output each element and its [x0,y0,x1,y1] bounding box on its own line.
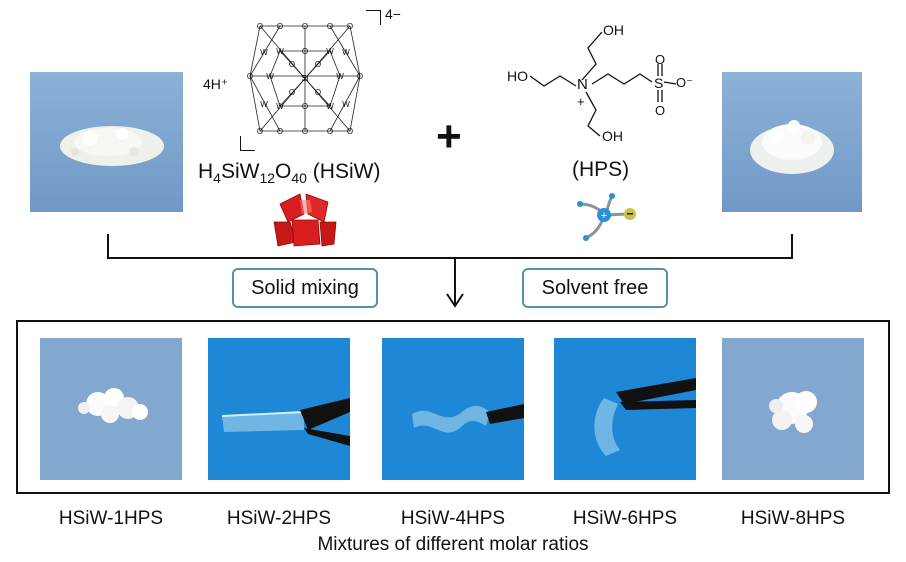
cluster-atom-label: O [247,72,253,81]
cluster-atom-label: O [277,127,283,136]
cluster-atom-label: W [260,100,268,109]
hps-oxygen-top: O [655,52,666,67]
cluster-atom-label: W [336,72,344,81]
products-frame [16,320,890,494]
cluster-atom-label: O [257,127,263,136]
cluster-atom-label: Si [301,74,308,83]
hps-nitrogen: N [577,76,588,93]
hsiw-powder-photo [30,72,183,212]
cluster-charge: 4− [385,6,401,22]
product-label-6hps: HSiW-6HPS [572,508,678,529]
cluster-atom-label: O [257,22,263,31]
svg-text:+: + [601,210,607,222]
cluster-atom-label: W [326,102,334,111]
footer-caption: Mixtures of different molar ratios [317,534,589,555]
cluster-atom-label: W [342,48,350,57]
cluster-atom-label: W [326,47,334,56]
polyhedron-icon [270,192,340,250]
cluster-atom-label: O [302,47,308,56]
counter-ion: 4H⁺ [203,76,229,92]
cluster-atom-label: O [315,60,321,69]
hps-structure [500,20,700,150]
cluster-atom-label: O [347,127,353,136]
cluster-atom-label: O [289,88,295,97]
hps-oh-bottom: OH [602,128,623,144]
cluster-bracket-right [366,10,381,25]
cluster-bracket-left [240,136,255,151]
step-solid-mixing: Solid mixing [232,268,378,308]
cluster-atom-label: O [302,127,308,136]
cluster-atom-label: W [266,72,274,81]
merge-bracket [107,234,793,308]
product-label-8hps: HSiW-8HPS [740,508,846,529]
hps-oh-top: OH [603,22,624,38]
product-photo-2hps [208,338,350,480]
plus-sign: + [436,112,462,161]
cluster-atom-label: O [347,22,353,31]
cluster-atom-label: W [276,102,284,111]
cluster-atom-label: O [302,22,308,31]
cluster-atom-label: O [302,102,308,111]
hsiw-formula: H4SiW12O40 (HSiW) [198,160,381,187]
hps-plus: + [577,94,585,109]
cluster-atom-label: O [327,127,333,136]
hps-oxygen-bottom: O [655,103,666,118]
step-solvent-free: Solvent free [522,268,668,308]
cluster-atom-label: W [342,100,350,109]
product-photo-4hps [382,338,524,480]
product-photo-8hps [722,338,864,480]
hps-ho-left: HO [507,68,528,84]
hps-name: (HPS) [572,158,630,181]
product-photo-6hps [554,338,696,480]
cluster-atom-label: O [277,22,283,31]
hps-sulfur: S [654,75,664,91]
hps-o-minus: O⁻ [676,75,693,90]
cluster-atom-label: W [260,48,268,57]
hps-powder-photo [722,72,862,212]
product-label-1hps: HSiW-1HPS [58,508,164,529]
cluster-atom-label: O [357,72,363,81]
product-label-2hps: HSiW-2HPS [226,508,332,529]
cluster-atom-label: W [276,47,284,56]
product-label-4hps: HSiW-4HPS [400,508,506,529]
product-photo-1hps [40,338,182,480]
zwitterion-icon: + [570,192,642,248]
cluster-atom-label: O [315,88,321,97]
cluster-atom-label: O [289,60,295,69]
cluster-atom-label: O [327,22,333,31]
